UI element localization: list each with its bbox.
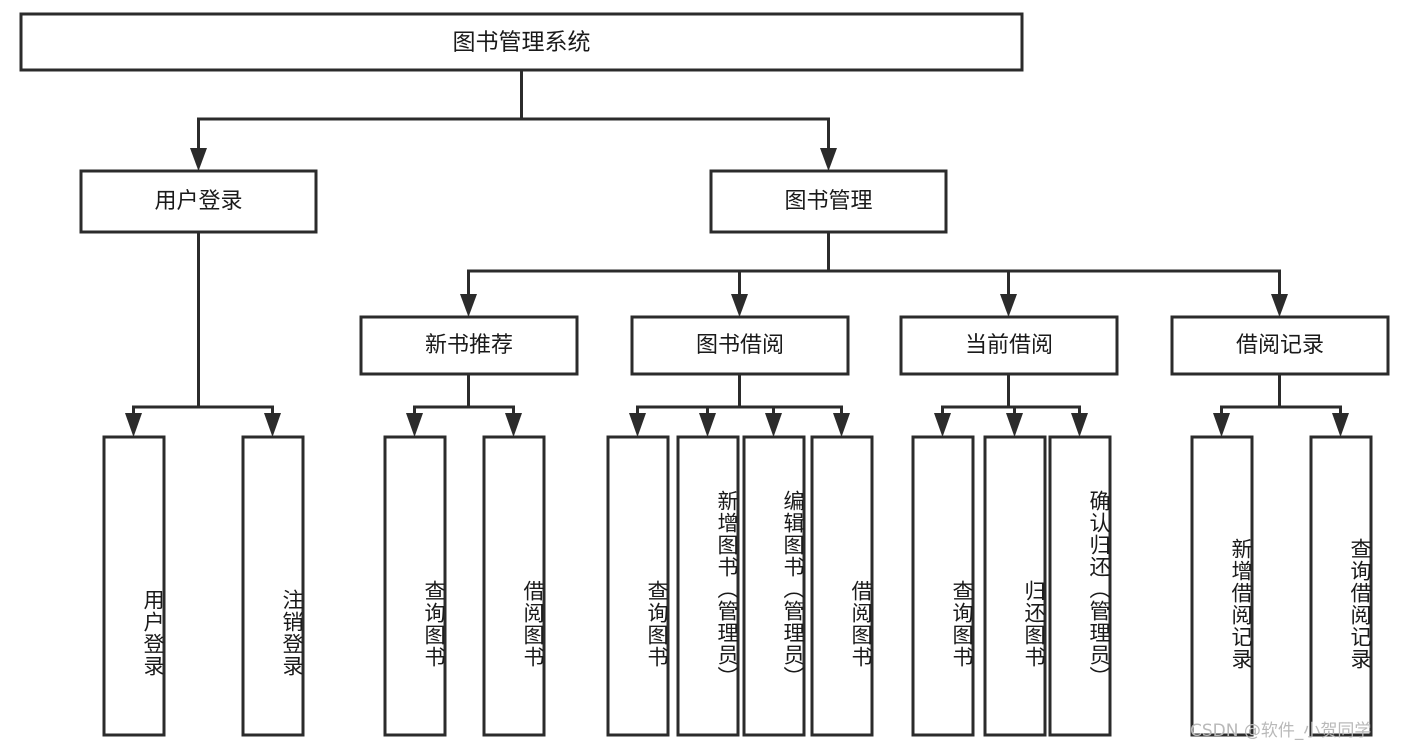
connector-group-booklogin-to-leaves <box>125 230 281 437</box>
arrow-head-borrow <box>731 294 748 317</box>
node-current-borrow[interactable]: 当前借阅 <box>899 315 1119 376</box>
node-root-rect[interactable] <box>19 12 1024 72</box>
node-root[interactable]: 图书管理系统 <box>19 12 1024 72</box>
node-book-borrow-rect[interactable] <box>630 315 850 376</box>
connector-group-newbook-to-leaves <box>406 372 522 437</box>
node-current-borrow-label: 当前借阅 <box>965 333 1053 358</box>
connector-group-record-to-leaves <box>1213 372 1349 437</box>
node-borrow-record[interactable]: 借阅记录 <box>1170 315 1390 376</box>
arrow-head-cu-confirm <box>1071 413 1088 437</box>
leaf-rect-nb-borrow-book[interactable] <box>482 435 546 737</box>
arrow-head-rc-add <box>1213 413 1230 437</box>
leaf-rect-bw-query-book[interactable] <box>606 435 670 737</box>
leaf-rect-rc-query-record[interactable] <box>1309 435 1373 737</box>
arrow-head-current <box>1000 294 1017 317</box>
node-borrow-record-rect[interactable] <box>1170 315 1390 376</box>
arrow-head-record <box>1271 294 1288 317</box>
node-new-book-recommend-label: 新书推荐 <box>425 333 513 358</box>
arrow-head-leaf-user-login <box>125 413 142 437</box>
node-book-management-rect[interactable] <box>709 169 948 234</box>
node-book-borrow-label: 图书借阅 <box>696 333 784 358</box>
arrow-head-nb-borrow <box>505 413 522 437</box>
leaf-rect-bw-edit-book[interactable] <box>742 435 806 737</box>
node-user-login-label: 用户登录 <box>154 189 242 214</box>
node-new-book-recommend-rect[interactable] <box>359 315 579 376</box>
leaf-rect-nb-query-book[interactable] <box>383 435 447 737</box>
leaf-rect-rc-add-record[interactable] <box>1190 435 1254 737</box>
leaf-rect-logout[interactable] <box>241 435 305 737</box>
leaf-rect-user-login[interactable] <box>102 435 166 737</box>
node-book-borrow[interactable]: 图书借阅 <box>630 315 850 376</box>
arrow-head-cu-query <box>934 413 951 437</box>
node-new-book-recommend[interactable]: 新书推荐 <box>359 315 579 376</box>
leaf-rect-cu-confirm-return[interactable] <box>1048 435 1112 737</box>
arrow-head-bw-edit <box>765 413 782 437</box>
node-borrow-record-label: 借阅记录 <box>1236 333 1324 358</box>
node-root-label: 图书管理系统 <box>453 30 591 56</box>
connector-group-bookmanage-to-level2 <box>460 230 1288 317</box>
arrow-head-bw-query <box>629 413 646 437</box>
arrow-head-leaf-logout <box>264 413 281 437</box>
connector-group-current-to-leaves <box>934 372 1088 437</box>
arrow-head-nb-query <box>406 413 423 437</box>
arrow-head-new-book <box>460 294 477 317</box>
leaf-node-group <box>102 435 1373 737</box>
node-book-management[interactable]: 图书管理 <box>709 169 948 234</box>
node-book-management-label: 图书管理 <box>784 189 872 214</box>
leaf-rect-bw-borrow-book[interactable] <box>810 435 874 737</box>
node-current-borrow-rect[interactable] <box>899 315 1119 376</box>
arrow-head-cu-return <box>1006 413 1023 437</box>
arrow-head-bw-borrow <box>833 413 850 437</box>
connector-group-borrow-to-leaves <box>629 372 850 437</box>
leaf-rect-bw-add-book[interactable] <box>676 435 740 737</box>
csdn-watermark: CSDN @软件_小贺同学 <box>1190 721 1372 741</box>
arrow-head-bw-add <box>699 413 716 437</box>
arrow-head-book-manage <box>820 148 837 171</box>
leaf-rect-cu-return-book[interactable] <box>983 435 1047 737</box>
arrow-head-user-login <box>190 148 207 171</box>
node-user-login-rect[interactable] <box>79 169 318 234</box>
arrow-head-rc-query <box>1332 413 1349 437</box>
connector-group-root-to-level1 <box>190 68 837 171</box>
leaf-rect-cu-query-book[interactable] <box>911 435 975 737</box>
node-user-login[interactable]: 用户登录 <box>79 169 318 234</box>
